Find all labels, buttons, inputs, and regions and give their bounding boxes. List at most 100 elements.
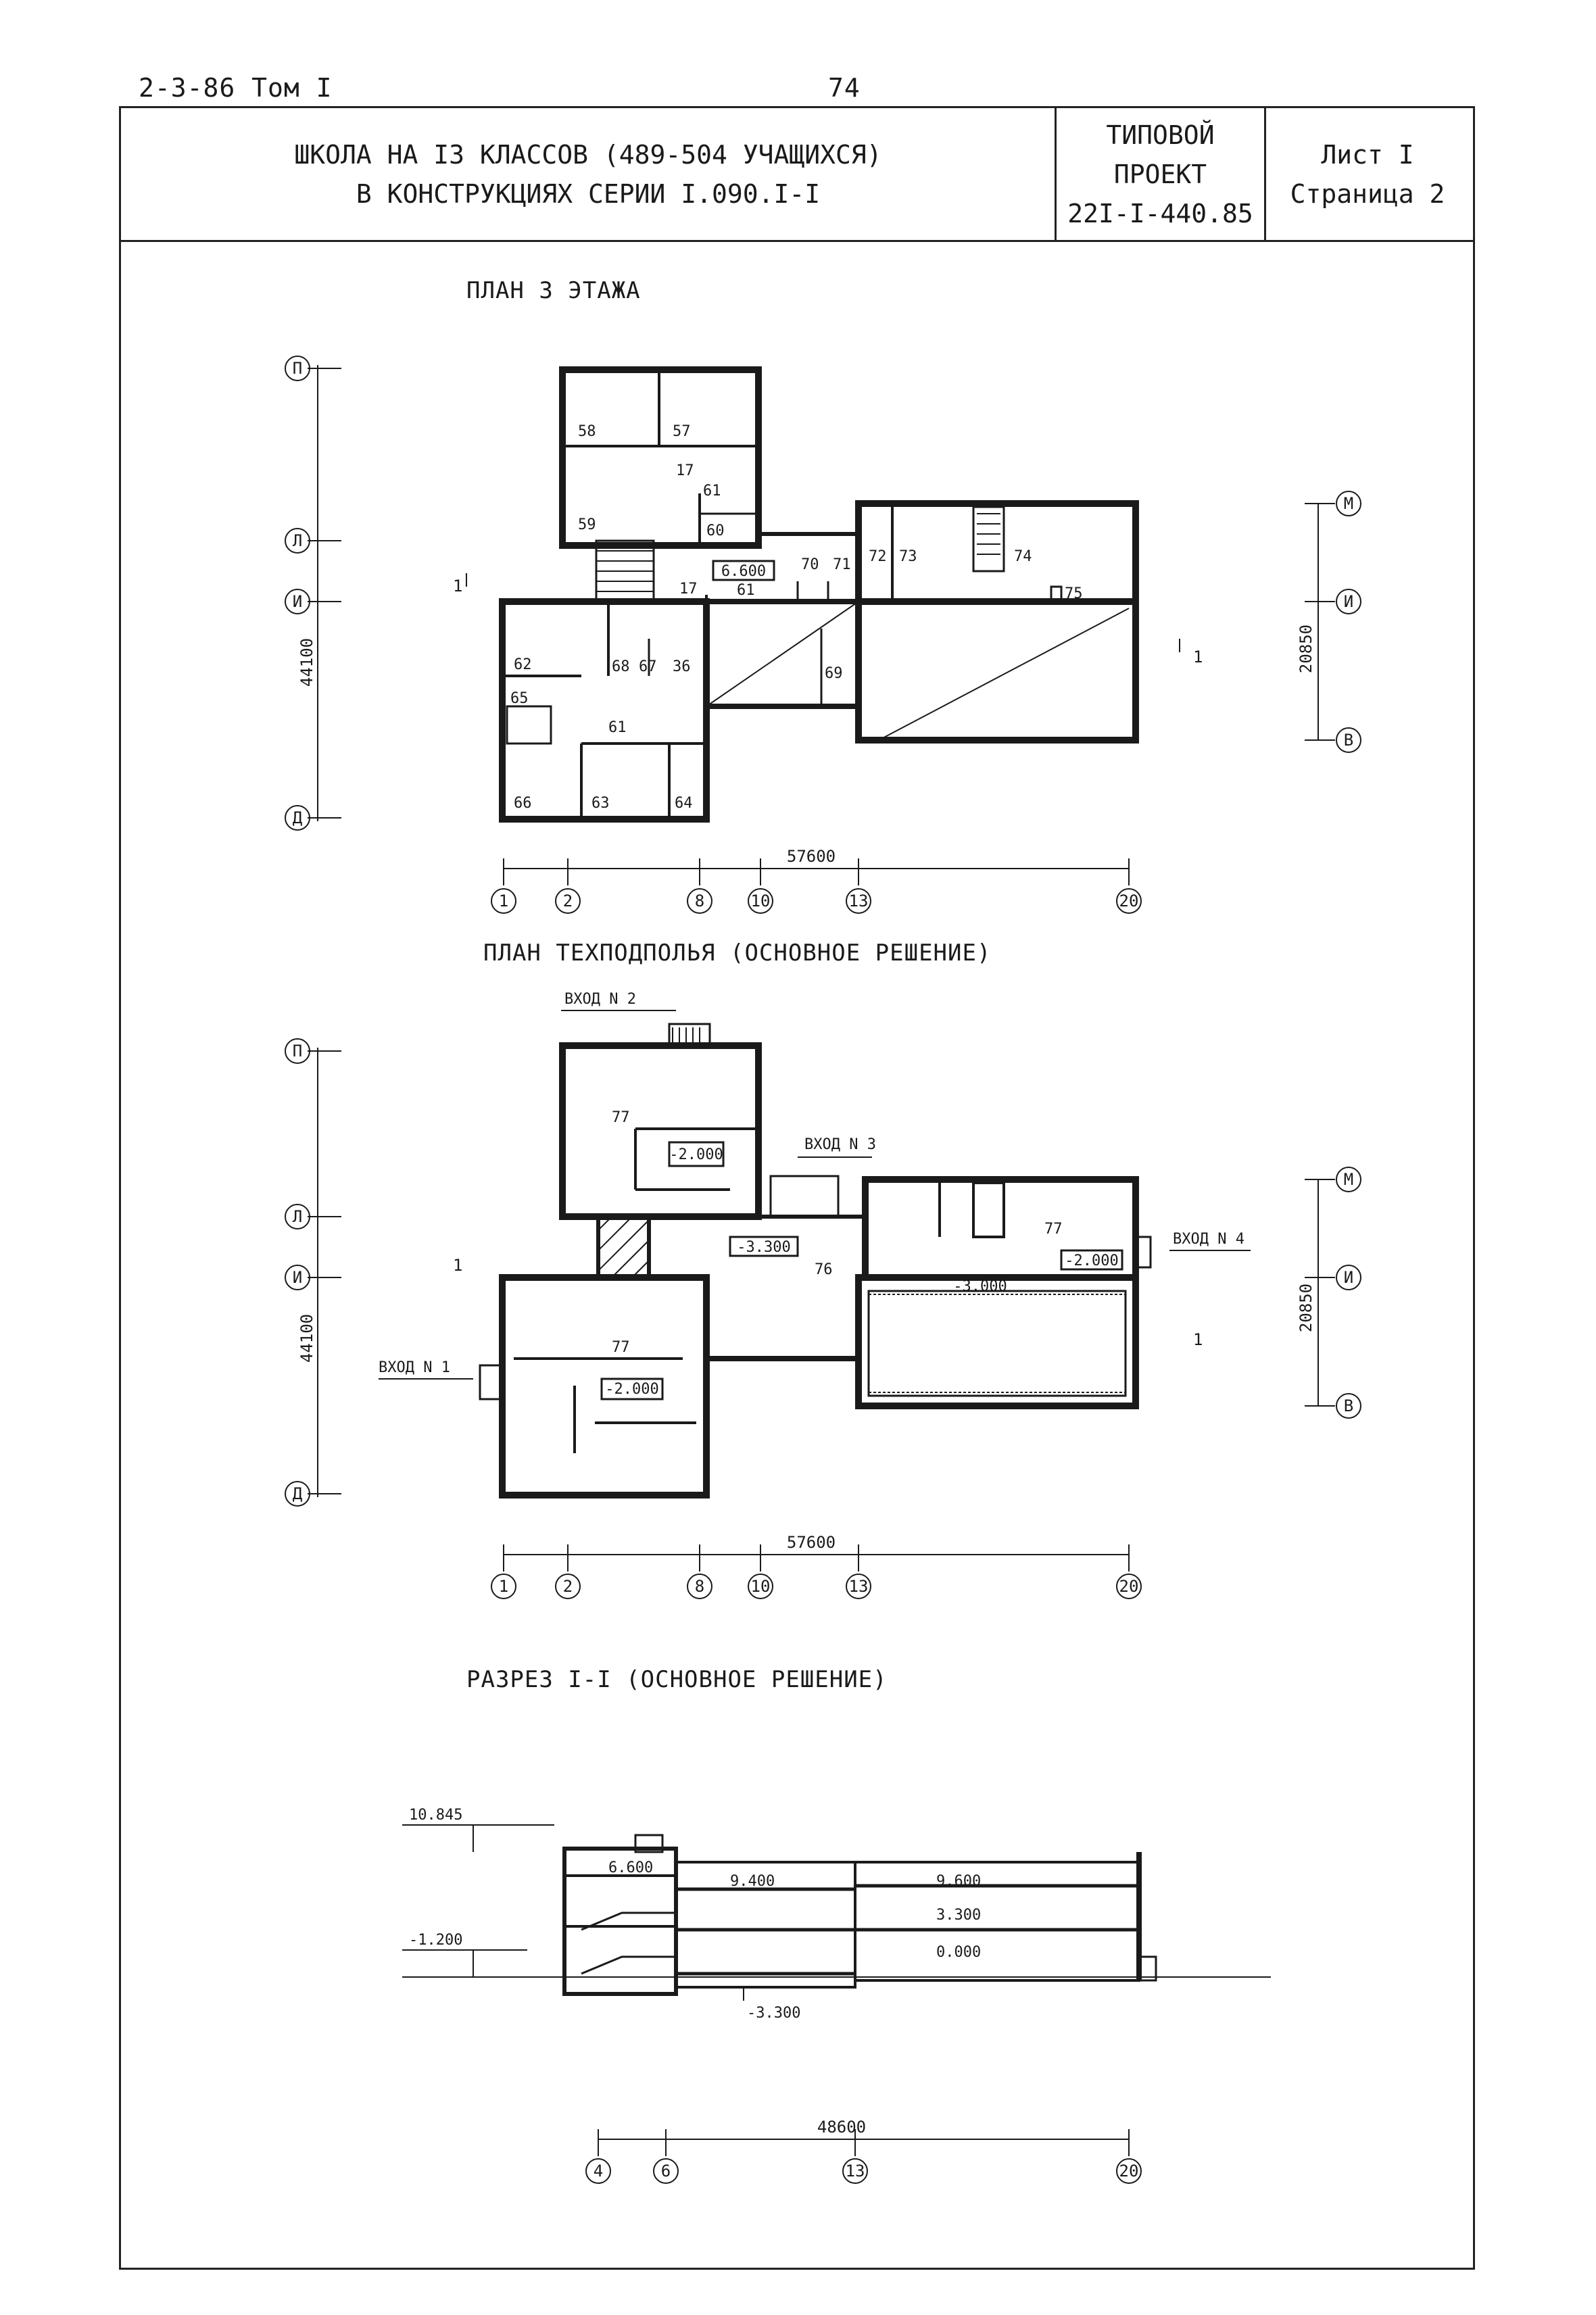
level-mark: 9.400 — [730, 1873, 775, 1890]
room-number: 59 — [578, 516, 596, 533]
title-divider-1 — [1055, 106, 1057, 240]
level-mark: -3.300 — [747, 2005, 800, 2022]
svg-text:6: 6 — [661, 2162, 671, 2180]
axis-label: 10 — [751, 892, 771, 910]
level-mark: 9.600 — [936, 1873, 981, 1890]
room-number: 17 — [679, 581, 698, 598]
basement-drawing — [285, 1010, 1361, 1599]
svg-text:1: 1 — [499, 1577, 508, 1596]
room-number: 57 — [673, 423, 691, 440]
svg-text:13: 13 — [849, 1577, 869, 1596]
room-number: 63 — [591, 795, 610, 812]
section-right-block — [854, 1861, 1140, 1982]
level-mark: 10.845 — [409, 1807, 462, 1824]
svg-text:И: И — [1344, 1268, 1353, 1287]
basement-labels: П Л И Д М И В 1 2 8 10 13 20 57600 44100… — [293, 991, 1353, 1596]
axis-label: В — [1344, 731, 1353, 750]
room-number: 58 — [578, 423, 596, 440]
dim-left: 44100 — [297, 638, 316, 687]
section-labels: 10.845 -1.200 6.600 9.400 9.600 3.300 0.… — [409, 1807, 1138, 2180]
plan3-gym — [855, 598, 1139, 744]
svg-text:-2.000: -2.000 — [605, 1381, 658, 1398]
svg-text:-2.000: -2.000 — [669, 1146, 723, 1163]
axis-P-marker — [285, 356, 310, 381]
axis-label: И — [293, 592, 302, 611]
svg-text:И: И — [293, 1268, 302, 1287]
page-number: 74 — [828, 73, 861, 103]
svg-text:48600: 48600 — [817, 2118, 866, 2137]
dim-right: 20850 — [1297, 625, 1315, 673]
room-number: 36 — [673, 658, 691, 675]
svg-text:В: В — [1344, 1396, 1353, 1415]
room-number: 64 — [675, 795, 693, 812]
svg-text:Л: Л — [293, 1207, 302, 1226]
axis-D-marker — [285, 805, 310, 831]
svg-text:1: 1 — [1193, 1330, 1203, 1349]
level-mark: 3.300 — [936, 1907, 981, 1924]
axis-label: И — [1344, 592, 1353, 611]
svg-text:-3.000: -3.000 — [953, 1278, 1007, 1295]
axis-label: 2 — [563, 892, 573, 910]
plan3-labels: П Л И Д М И В 1 2 8 10 13 20 57600 44100… — [293, 359, 1353, 910]
section-title: РАЗРЕЗ I-I (ОСНОВНОЕ РЕШЕНИЕ) — [466, 1666, 888, 1693]
svg-text:57600: 57600 — [787, 1533, 836, 1552]
room-number: 68 — [612, 658, 630, 675]
svg-text:77: 77 — [612, 1339, 630, 1356]
axis-M-marker — [1336, 491, 1361, 516]
room-number: 65 — [510, 690, 529, 707]
project-number: 22I-I-440.85 — [1067, 198, 1253, 228]
section-drawing — [402, 1824, 1271, 2184]
room-number: 66 — [514, 795, 532, 812]
room-number: 17 — [676, 462, 694, 479]
axis-label: 20 — [1119, 892, 1139, 910]
level-mark: 6.600 — [721, 563, 766, 580]
room-number: 74 — [1014, 548, 1032, 565]
title-divider-2 — [1264, 106, 1266, 240]
svg-text:-2.000: -2.000 — [1065, 1252, 1118, 1269]
svg-text:10: 10 — [751, 1577, 771, 1596]
level-mark: 0.000 — [936, 1944, 981, 1961]
axis-label: 8 — [695, 892, 704, 910]
svg-text:М: М — [1344, 1170, 1353, 1189]
svg-text:77: 77 — [1044, 1221, 1063, 1238]
plan3-block-lower-left — [499, 598, 710, 823]
axis-label: П — [293, 359, 302, 378]
title-line-1: ШКОЛА НА I3 КЛАССОВ (489-504 УЧАЩИХСЯ) — [294, 139, 882, 170]
room-number: 61 — [703, 483, 721, 499]
svg-text:2: 2 — [563, 1577, 573, 1596]
svg-text:13: 13 — [846, 2162, 865, 2180]
entry-label: ВХОД N 4 — [1173, 1231, 1244, 1248]
svg-text:П: П — [293, 1042, 302, 1061]
axis-label: М — [1344, 494, 1353, 513]
room-number: 60 — [706, 522, 725, 539]
svg-text:1: 1 — [453, 1256, 462, 1275]
room-number: 73 — [899, 548, 917, 565]
room-number: 71 — [833, 556, 851, 573]
entry-label: ВХОД N 1 — [379, 1359, 450, 1376]
axis-V-marker — [1336, 727, 1361, 753]
basement-title: ПЛАН ТЕХПОДПОЛЬЯ (ОСНОВНОЕ РЕШЕНИЕ) — [483, 940, 992, 967]
room-number: 72 — [869, 548, 887, 565]
room-number: 70 — [801, 556, 819, 573]
section-mark: 1 — [453, 577, 462, 595]
section-mark: 1 — [1193, 648, 1203, 666]
axis-I-right-marker — [1336, 589, 1361, 614]
plan3-title: ПЛАН 3 ЭТАЖА — [466, 277, 641, 304]
axis-label: 1 — [499, 892, 508, 910]
room-number: 62 — [514, 656, 532, 673]
project-label: ТИПОВОЙ ПРОЕКТ — [1106, 120, 1215, 189]
svg-text:-3.300: -3.300 — [737, 1239, 790, 1256]
svg-text:20850: 20850 — [1297, 1284, 1315, 1332]
room-number: 61 — [608, 719, 627, 736]
level-mark: 6.600 — [608, 1859, 653, 1876]
title-line-2: В КОНСТРУКЦИЯХ СЕРИИ I.090.I-I — [356, 178, 821, 209]
axis-L-marker — [285, 528, 310, 554]
axis-label: 13 — [849, 892, 869, 910]
entry-label: ВХОД N 2 — [564, 991, 636, 1008]
title-block — [119, 106, 1475, 242]
room-number: 67 — [639, 658, 657, 675]
svg-text:76: 76 — [815, 1261, 833, 1278]
plan3-drawing — [285, 356, 1361, 914]
svg-text:77: 77 — [612, 1109, 630, 1126]
